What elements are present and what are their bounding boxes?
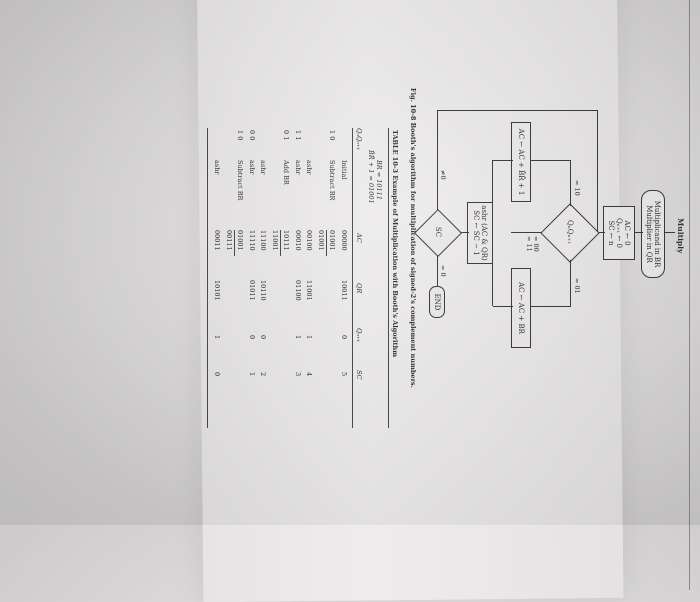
cell-qn1: 0 [340, 335, 348, 340]
clear-line-2: Qₙ₊₁ ← 0 [615, 217, 623, 249]
cell-ac: 00111 [225, 230, 233, 251]
shift-box: ashr (AC & QR) SC ← SC − 1 [467, 202, 493, 264]
cell-operation: ashr [213, 160, 222, 175]
cell-ac: 01001 [328, 230, 337, 251]
cell-ac: 11110 [248, 230, 256, 251]
cell-operation: Add BR [282, 160, 291, 185]
sum-underline [326, 230, 328, 256]
cell-sc: 1 [248, 372, 256, 377]
cell-sc: 4 [305, 372, 314, 377]
end-box: END [429, 286, 445, 318]
clear-line-3: SC ← n [607, 220, 615, 246]
cell-qn1: 0 [248, 335, 256, 340]
cell-ac: 11100 [259, 230, 268, 251]
cell-operation: Subtract BR [236, 160, 245, 201]
end-label: END [433, 293, 441, 311]
figure-caption: Fig. 10-8 Booth's algorithm for multipli… [409, 88, 417, 388]
init-line-2: Multiplier in QR [645, 205, 653, 263]
br-line-1: BR = 10111 [375, 160, 383, 200]
cell-ac: 00011 [213, 230, 222, 251]
header-ac: AC [355, 233, 363, 243]
branch-11: = 11 [525, 236, 533, 252]
shift-line-1: ashr (AC & QR) [480, 205, 488, 261]
subtract-box-text: AC ← AC + B̄R̄ + 1 [517, 128, 525, 196]
table-header-rule [352, 128, 353, 428]
cell-sc: 0 [213, 372, 222, 377]
page-top-rule [689, 0, 690, 590]
clear-line-1: AC ← 0 [623, 220, 631, 246]
decision-sc-label: SC [434, 226, 442, 238]
decision-qq-label: QₙQₙ₊₁ [566, 219, 574, 245]
cell-operation: ashr [294, 160, 302, 175]
init-box: Multiplicand in BR Multiplier in QR [641, 190, 665, 278]
cell-operation: ashr [259, 160, 268, 175]
start-label: Multiply [676, 218, 685, 254]
cell-ac: 00010 [294, 230, 302, 251]
cell-sc: 2 [259, 372, 268, 377]
add-box-text: AC ← AC + BR [517, 282, 525, 334]
branch-10-label: = 10 [573, 180, 581, 196]
cell-ac: 10111 [282, 230, 291, 251]
cell-operation: ashr [305, 160, 314, 175]
cell-ac: 11001 [271, 230, 279, 251]
cell-ac: 01001 [317, 230, 325, 251]
add-box: AC ← AC + BR [511, 268, 531, 348]
shift-line-2: SC ← SC − 1 [472, 210, 480, 256]
sc-not-zero-label: ≠0 [439, 170, 447, 180]
clear-box: AC ← 0 Qₙ₊₁ ← 0 SC ← n [603, 206, 635, 260]
rotated-page-content: Multiply Multiplicand in BR Multiplier i… [185, 0, 700, 590]
header-qq: QₙQₙ₊₁ [355, 128, 363, 150]
cell-ac: 00100 [305, 230, 314, 251]
cell-qq: 1 0 [236, 130, 245, 141]
sum-underline [280, 230, 282, 256]
cell-sc: 5 [340, 372, 348, 377]
cell-ac: 01001 [236, 230, 245, 251]
cell-qq: 0 1 [282, 130, 291, 141]
cell-operation: ashr [248, 160, 256, 175]
subtract-box: AC ← AC + B̄R̄ + 1 [511, 122, 531, 202]
cell-qr: 11001 [305, 280, 314, 301]
cell-qn1: 1 [294, 335, 302, 340]
table-caption: TABLE 10-3 Example of Multiplication wit… [391, 130, 399, 358]
cell-qr: 01011 [248, 280, 256, 301]
init-line-1: Multiplicand in BR [653, 200, 661, 268]
sum-underline [234, 230, 236, 256]
cell-qq: 1 1 [294, 130, 302, 141]
cell-qr: 10011 [340, 280, 348, 301]
header-qn1: Qₙ₊₁ [355, 328, 363, 342]
cell-operation: Initial [340, 160, 348, 180]
cell-qq: 1 0 [328, 130, 337, 141]
sc-zero-label: = 0 [439, 265, 447, 277]
cell-qr: 01100 [294, 280, 302, 301]
cell-qr: 10101 [213, 280, 222, 301]
cell-qn1: 1 [213, 335, 222, 340]
header-qr: QR [355, 283, 363, 294]
table-top-rule [388, 128, 389, 428]
table-bottom-rule [207, 128, 208, 428]
cell-qq: 0 0 [248, 130, 256, 141]
branch-00-11-label: = 00 = 11 [525, 236, 540, 252]
br-line-2: B̄R̄ + 1 = 01001 [367, 150, 375, 204]
cell-sc: 3 [294, 372, 302, 377]
branch-01-label: = 01 [573, 278, 581, 294]
cell-qr: 10110 [259, 280, 268, 301]
header-sc: SC [355, 370, 363, 380]
branch-00: = 00 [532, 236, 540, 252]
cell-qn1: 1 [305, 335, 314, 340]
cell-operation: Subtract BR [328, 160, 337, 201]
cell-qn1: 0 [259, 335, 268, 340]
cell-ac: 00000 [340, 230, 348, 251]
